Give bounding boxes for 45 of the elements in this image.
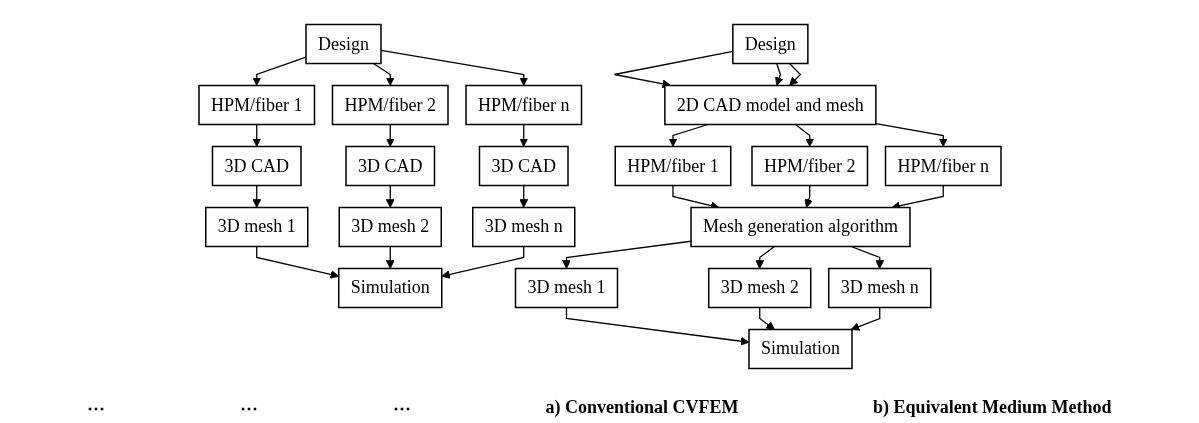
node-box: Simulation: [337, 267, 442, 309]
node-box: 3D mesh 1: [204, 206, 308, 248]
node-box: Mesh generation algorithm: [689, 206, 911, 248]
node-box: 3D mesh n: [471, 206, 575, 248]
arrow: [385, 123, 395, 147]
node-box: HPM/fiber 1: [614, 145, 731, 187]
label-text: ⋯: [240, 397, 259, 419]
arrow: [794, 123, 814, 147]
arrow: [255, 245, 339, 279]
node-box: 3D CAD: [344, 145, 435, 187]
node-box: 3D mesh n: [827, 267, 931, 309]
arrow: [754, 245, 775, 269]
arrow: [251, 123, 261, 147]
arrow: [850, 245, 884, 269]
arrow: [372, 62, 395, 86]
arrow: [874, 122, 948, 147]
node-box: HPM/fiber 1: [197, 84, 315, 126]
arrow: [804, 184, 813, 208]
arrow: [518, 123, 528, 147]
arrow: [251, 184, 261, 208]
arrow: [565, 306, 749, 346]
node-box: 3D mesh 2: [707, 267, 811, 309]
node-box: 3D CAD: [478, 145, 569, 187]
node-box: 3D CAD: [211, 145, 302, 187]
node-box: 3D mesh 1: [514, 267, 618, 309]
arrow: [518, 184, 528, 208]
node-box: HPM/fiber 2: [750, 145, 868, 187]
node-box: HPM/fiber 2: [331, 84, 449, 126]
label-text: a) Conventional CVFEM: [545, 397, 739, 419]
node-box: Simulation: [747, 328, 853, 370]
arrow: [758, 306, 775, 330]
label-text: ⋯: [392, 397, 411, 419]
arrow: [774, 62, 783, 86]
arrow: [385, 184, 395, 208]
label-text: ⋯: [87, 397, 106, 419]
node-box: HPM/fiber n: [464, 84, 582, 126]
node-box: Design: [731, 23, 809, 65]
node-box: 2D CAD model and mesh: [663, 84, 877, 126]
label-text: b) Equivalent Medium Method: [873, 397, 1112, 419]
node-box: Design: [304, 23, 382, 65]
arrow: [385, 245, 395, 269]
arrow: [788, 62, 801, 86]
node-box: HPM/fiber n: [884, 145, 1002, 187]
arrow: [850, 306, 880, 331]
node-box: 3D mesh 2: [338, 206, 442, 248]
